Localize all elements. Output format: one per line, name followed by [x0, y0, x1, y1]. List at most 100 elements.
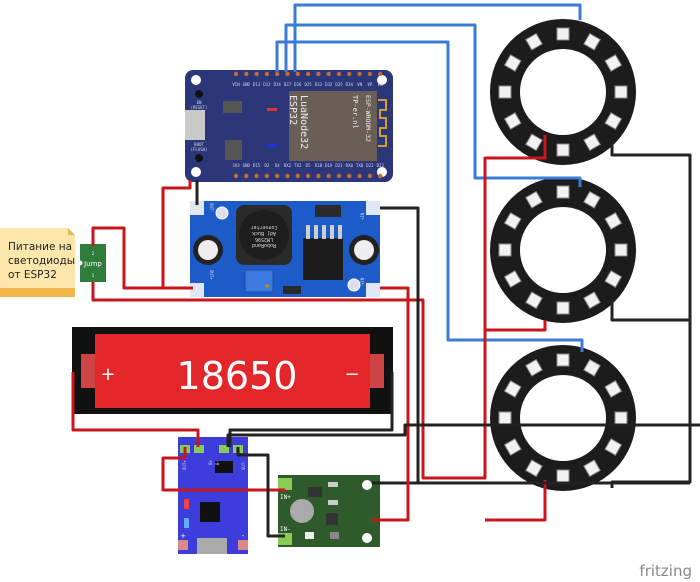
- pin-label: D15: [253, 163, 261, 168]
- pin-header[interactable]: [275, 71, 280, 77]
- charger-plus-label: +: [180, 532, 186, 540]
- jumper-label: Jump: [83, 260, 102, 268]
- led: [556, 353, 570, 367]
- pin-label: D18: [315, 163, 323, 168]
- charger-board[interactable]: OUT+ B+ B- OUT- + -: [178, 437, 248, 554]
- led: [525, 133, 543, 152]
- pin-label: D34: [346, 82, 354, 87]
- buck-out-minus-label: OUT-: [209, 203, 214, 213]
- pin-label: RX2: [284, 163, 292, 168]
- pin-header[interactable]: [244, 173, 249, 179]
- led: [498, 85, 512, 99]
- pin-header[interactable]: [254, 71, 259, 77]
- pin-label: TX2: [294, 163, 302, 168]
- pin-header[interactable]: [233, 173, 239, 179]
- led: [614, 243, 628, 257]
- en-sublabel: (RESET): [191, 105, 208, 110]
- led: [556, 301, 570, 315]
- pin-label: D12: [263, 82, 271, 87]
- module-wroom: ESP-WROOM-32: [364, 95, 372, 142]
- led: [525, 291, 543, 310]
- pin-label: VIN: [232, 82, 240, 87]
- pin-label: D19: [325, 163, 333, 168]
- wire-black-in: [372, 206, 420, 485]
- note-line-3: от ESP32: [8, 269, 57, 281]
- wire-red-charger-out: [161, 447, 285, 492]
- inductor-text-2: LM2596: [255, 236, 273, 242]
- led: [583, 32, 601, 51]
- wire-red-3v3: [161, 180, 193, 290]
- pin-header[interactable]: [275, 173, 280, 179]
- pin-label: D13: [253, 82, 261, 87]
- pin-header[interactable]: [378, 71, 383, 77]
- pin-header[interactable]: [336, 173, 342, 179]
- pin-header[interactable]: [285, 71, 290, 77]
- battery-label: 18650: [177, 354, 298, 398]
- pin-header[interactable]: [254, 173, 259, 179]
- pin-header[interactable]: [326, 71, 331, 77]
- pin-header[interactable]: [347, 173, 352, 179]
- module-chip: ESP32: [287, 95, 298, 125]
- inductor-text-4: Converter: [250, 224, 277, 230]
- wire-blue-ring1: [293, 3, 582, 72]
- boost-in-plus-label: IN+: [280, 494, 291, 501]
- en-label: EN: [197, 100, 202, 105]
- pin-label: D4: [275, 163, 280, 168]
- led: [498, 411, 512, 425]
- pin-header[interactable]: [326, 173, 331, 179]
- led: [525, 32, 543, 51]
- jumper[interactable]: Jump 2 1: [77, 244, 107, 282]
- note[interactable]: Питание на светодиоды от ESP32: [0, 228, 75, 297]
- pin-header[interactable]: [295, 173, 300, 179]
- buck-out-plus-label: OUT+: [209, 270, 214, 280]
- pin-header[interactable]: [233, 71, 239, 77]
- wire-red-ring2: [485, 320, 547, 332]
- battery-holder[interactable]: 18650 + −: [72, 327, 393, 414]
- pin-label: GND: [243, 163, 251, 168]
- jumper-pin-1: 1: [92, 273, 95, 278]
- boot-sublabel: (FLASH): [191, 147, 208, 152]
- led: [498, 243, 512, 257]
- esp-wroom-module: [289, 91, 377, 161]
- pin-header[interactable]: [336, 71, 342, 77]
- buck-converter[interactable]: RoboRand LM2596 Adj Buck Converter OUT- …: [190, 201, 380, 297]
- led: [503, 54, 522, 72]
- led: [583, 133, 601, 152]
- pin-header[interactable]: [357, 71, 362, 77]
- wire-red-battery: [71, 372, 200, 447]
- pin-header[interactable]: [305, 71, 311, 77]
- pin-label: D22: [366, 163, 374, 168]
- pin-header[interactable]: [367, 173, 373, 179]
- led: [503, 212, 522, 230]
- pin-header[interactable]: [305, 173, 311, 179]
- pin-header[interactable]: [244, 71, 249, 77]
- esp32-board[interactable]: EN (RESET) BOOT (FLASH) LuaNode32 ESP32 …: [185, 70, 393, 182]
- pin-header[interactable]: [378, 173, 383, 179]
- pin-header[interactable]: [357, 173, 362, 179]
- led: [525, 459, 543, 478]
- led: [525, 358, 543, 377]
- pin-header[interactable]: [264, 71, 270, 77]
- jumper-pin-2: 2: [92, 251, 95, 256]
- pin-label: D14: [274, 82, 282, 87]
- wire-red-ring3: [485, 480, 547, 522]
- pin-header[interactable]: [367, 71, 373, 77]
- wire-black-battery: [228, 372, 394, 447]
- led-ring[interactable]: [490, 19, 636, 165]
- pin-header[interactable]: [264, 173, 270, 179]
- wire-blue-ring3: [275, 40, 584, 352]
- boost-converter[interactable]: IN+ IN-: [278, 475, 380, 547]
- led: [556, 27, 570, 41]
- led: [604, 380, 623, 398]
- pin-header[interactable]: [316, 71, 321, 77]
- wire-red-jump: [91, 226, 163, 290]
- led-ring[interactable]: [490, 177, 636, 323]
- pin-label: D2: [264, 163, 269, 168]
- pin-header[interactable]: [316, 173, 321, 179]
- led-ring[interactable]: [490, 345, 636, 491]
- pin-header[interactable]: [295, 71, 300, 77]
- pin-header[interactable]: [285, 173, 290, 179]
- led: [556, 143, 570, 157]
- led: [604, 270, 623, 288]
- pin-header[interactable]: [347, 71, 352, 77]
